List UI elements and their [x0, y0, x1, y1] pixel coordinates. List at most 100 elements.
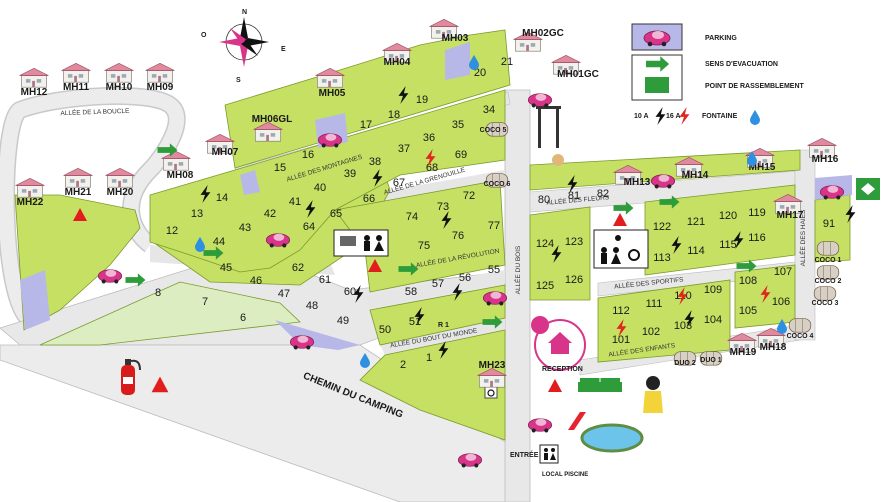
pitch-80: 80 — [538, 194, 550, 206]
reception-building — [534, 319, 586, 371]
pitch-72: 72 — [463, 190, 475, 202]
pitch-51: 51 — [409, 316, 421, 328]
legend-fountain: FONTAINE — [702, 113, 738, 120]
mobile-home-label: MH02GC — [522, 28, 564, 39]
pitch-18: 18 — [388, 109, 400, 121]
pitch-105: 105 — [739, 305, 757, 317]
pitch-69: 69 — [455, 149, 467, 161]
mobile-home-label: MH21 — [65, 187, 92, 198]
mobile-home-label: MH01GC — [557, 69, 599, 80]
sanitary-block-2 — [593, 229, 649, 269]
pitch-82: 82 — [597, 188, 609, 200]
pitch-107: 107 — [774, 266, 792, 278]
assembly-points — [73, 178, 880, 392]
mobile-home-label: DUO 1 — [700, 357, 722, 364]
car-icon — [317, 133, 343, 148]
pitch-13: 13 — [191, 208, 203, 220]
mobile-home-label: DUO 2 — [674, 360, 696, 367]
pitch-106: 106 — [772, 296, 790, 308]
car-icon — [527, 93, 553, 108]
pitch-112: 112 — [612, 305, 630, 317]
pitch-45: 45 — [220, 262, 232, 274]
pitch-40: 40 — [314, 182, 326, 194]
mobile-home-label: MH07 — [212, 147, 239, 158]
pitch-73: 73 — [437, 201, 449, 213]
pitch-areas — [14, 29, 852, 441]
mobile-home-label: MH23 — [479, 360, 506, 371]
pitch-122: 122 — [653, 221, 671, 233]
pitch-111: 111 — [646, 298, 663, 310]
pitch-125: 125 — [536, 280, 554, 292]
mobile-home-label: MH19 — [730, 347, 757, 358]
pitch-19: 19 — [416, 94, 428, 106]
pitch-121: 121 — [687, 216, 705, 228]
compass-n: N — [242, 9, 247, 16]
pitch-101: 101 — [612, 334, 630, 346]
mobile-home-label: MH17 — [777, 210, 804, 221]
pitch-123: 123 — [565, 236, 583, 248]
pitch-17: 17 — [360, 119, 372, 131]
pitch-91: 91 — [823, 218, 835, 230]
pitch-77: 77 — [488, 220, 500, 232]
mobile-home-icon — [61, 62, 91, 83]
car-icon — [457, 453, 483, 468]
pitch-126: 126 — [565, 274, 583, 286]
mobile-home-label: COCO 1 — [815, 257, 842, 264]
mobile-home-label: COCO 6 — [484, 181, 511, 188]
mobile-home-icon — [816, 241, 840, 256]
legend-10a: 10 A — [634, 113, 649, 120]
pitch-42: 42 — [264, 208, 276, 220]
pitch-68: 68 — [426, 162, 438, 174]
reception-label: RECEPTION — [542, 366, 583, 373]
mobile-home-icon — [63, 167, 93, 188]
pitch-15: 15 — [274, 162, 286, 174]
playground-icon — [536, 106, 564, 166]
pitch-12: 12 — [166, 225, 178, 237]
car-icon — [289, 335, 315, 350]
mobile-home-label: COCO 3 — [812, 300, 839, 307]
legend-16a: 16 A — [666, 113, 681, 120]
pitch-109: 109 — [704, 284, 722, 296]
pitch-46: 46 — [250, 275, 262, 287]
car-icon — [650, 174, 676, 189]
pitch-74: 74 — [406, 211, 418, 223]
pitch-43: 43 — [239, 222, 251, 234]
mobile-home-icon — [15, 177, 45, 198]
pitch-56: 56 — [459, 272, 471, 284]
pitch-39: 39 — [344, 168, 356, 180]
pitch-36: 36 — [423, 132, 435, 144]
pitch-55: 55 — [488, 264, 500, 276]
mobile-home-icon — [104, 62, 134, 83]
mobile-home-icon — [105, 167, 135, 188]
pitch-14: 14 — [216, 192, 228, 204]
compass-o: O — [201, 32, 207, 39]
pitch-35: 35 — [452, 119, 464, 131]
road-boucle: ALLÉE DE LA BOUCLE — [60, 106, 130, 117]
pitch-67: 67 — [393, 177, 405, 189]
pitch-20: 20 — [474, 67, 486, 79]
mobile-home-label: MH15 — [749, 162, 776, 173]
pitch-41: 41 — [289, 196, 301, 208]
pitch-64: 64 — [303, 221, 315, 233]
pitch-labels: 1267812131415161718192021343536373839404… — [155, 56, 835, 371]
pitch-1: 1 — [426, 352, 432, 364]
pitch-48: 48 — [306, 300, 318, 312]
pitch-115: 115 — [719, 239, 737, 251]
mobile-home-label: MH16 — [812, 154, 839, 165]
mobile-home-icon — [788, 318, 812, 333]
mobile-home-label: MH14 — [682, 170, 709, 181]
pitch-44: 44 — [213, 236, 225, 248]
mobile-home-label: MH08 — [167, 170, 194, 181]
pitch-58: 58 — [405, 286, 417, 298]
mobile-home-label: COCO 5 — [480, 127, 507, 134]
pitch-21: 21 — [501, 56, 513, 68]
pitch-76: 76 — [452, 230, 464, 242]
pitch-60: 60 — [344, 286, 356, 298]
mobile-home-icon — [813, 286, 837, 301]
deckchair-icon — [568, 412, 586, 430]
pitch-66: 66 — [363, 193, 375, 205]
legend-evacuation: SENS D'EVACUATION — [705, 61, 778, 68]
pitch-114: 114 — [687, 245, 705, 257]
compass-rose: N E S O — [201, 9, 286, 84]
